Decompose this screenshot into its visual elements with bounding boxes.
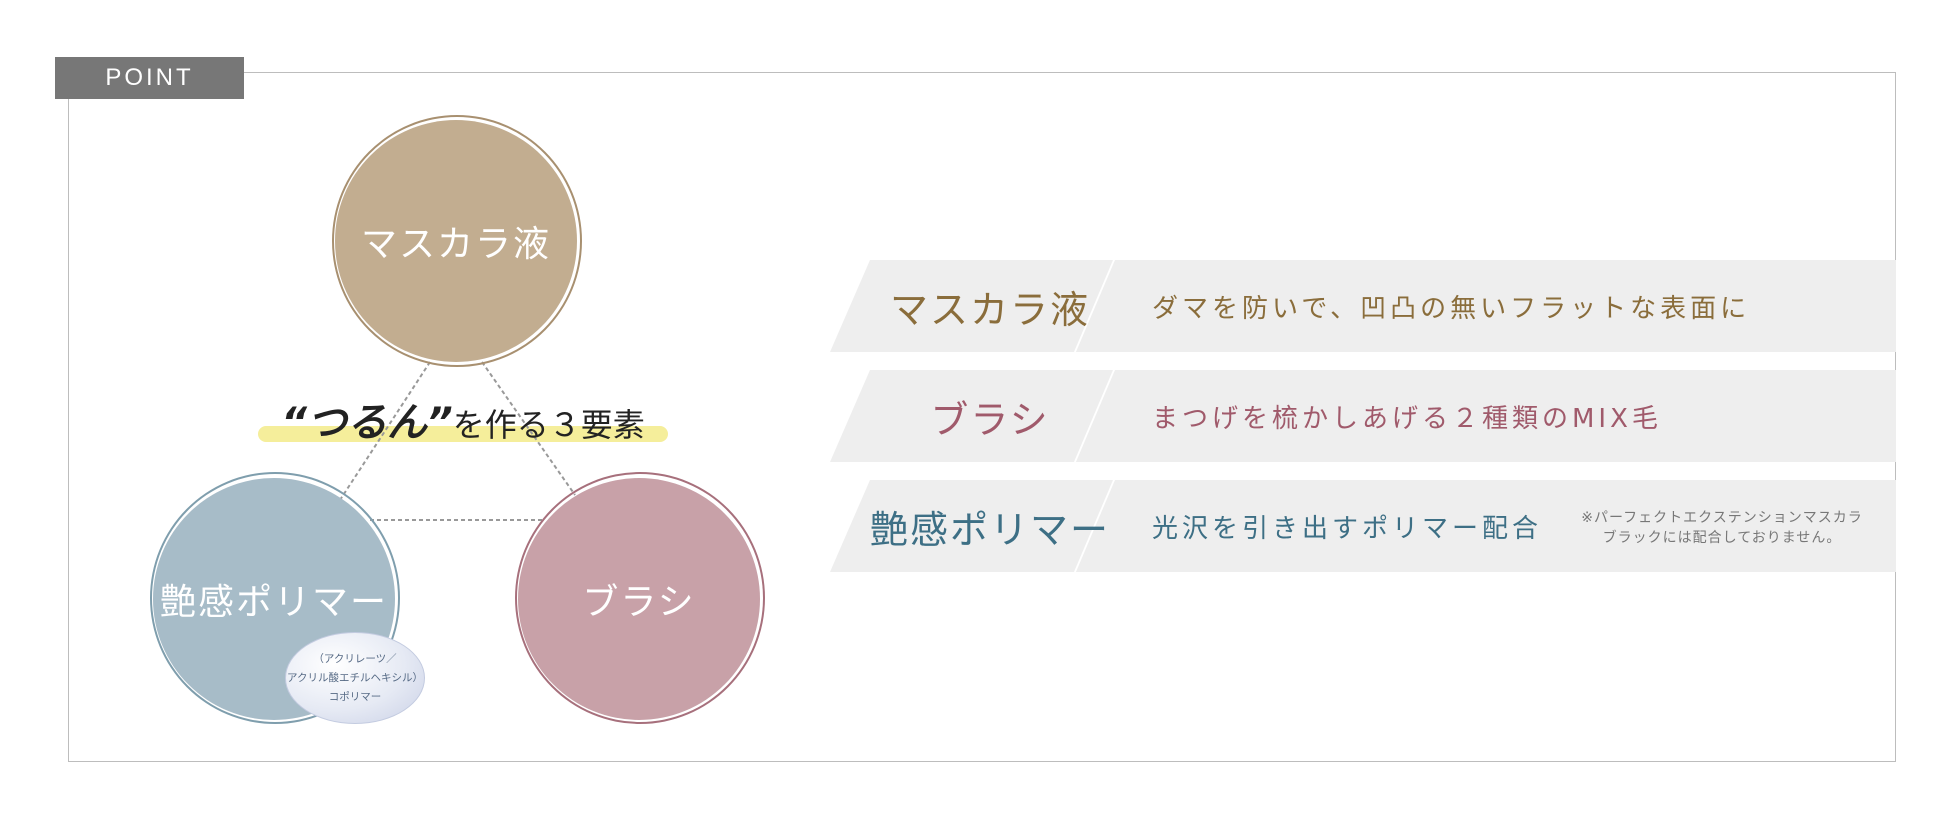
feature-row-mascara: マスカラ液 ダマを防いで、凹凸の無いフラットな表面に: [830, 260, 1896, 352]
row-description: ダマを防いで、凹凸の無いフラットな表面に: [1152, 293, 1751, 324]
heading-main: “つるん”: [281, 400, 453, 446]
mascara-circle: マスカラ液: [335, 120, 577, 362]
row-label: 艶感ポリマー: [869, 507, 1110, 552]
brush-circle-label: ブラシ: [582, 582, 696, 623]
connector-line: [481, 361, 576, 496]
row-background: [830, 260, 1896, 352]
point-badge: POINT: [55, 57, 244, 99]
row-footnote: ※パーフェクトエクステンションマスカラ ブラックには配合しておりません。: [1562, 508, 1882, 548]
mascara-ring: [332, 115, 582, 367]
feature-row-brush: ブラシ まつげを梳かしあげる２種類のMIX毛: [830, 370, 1896, 462]
polymer-ingredient-bubble: （アクリレーツ／ アクリル酸エチルヘキシル） コポリマー: [285, 632, 425, 724]
row-background: [830, 370, 1896, 462]
connector-lines: [339, 361, 576, 521]
footnote-line: ※パーフェクトエクステンションマスカラ: [1581, 510, 1863, 526]
row-label: ブラシ: [930, 397, 1050, 442]
mascara-circle-label: マスカラ液: [360, 224, 551, 265]
brush-circle: ブラシ: [518, 478, 760, 720]
bubble-line: （アクリレーツ／: [313, 652, 397, 665]
row-background: [830, 480, 1896, 572]
row-description: まつげを梳かしあげる２種類のMIX毛: [1152, 403, 1662, 434]
row-description: 光沢を引き出すポリマー配合: [1152, 513, 1543, 544]
footnote-line: ブラックには配合しておりません。: [1602, 530, 1842, 546]
row-label: マスカラ液: [889, 287, 1090, 332]
polymer-circle-label: 艶感ポリマー: [159, 582, 388, 623]
bubble-line: コポリマー: [328, 690, 382, 703]
heading-rest: を作る３要素: [452, 406, 645, 444]
three-elements-diagram: マスカラ液 “つるん”を作る３要素 艶感ポリマー ブラシ （アクリレーツ／ アク…: [0, 0, 800, 827]
feature-row-polymer: 艶感ポリマー 光沢を引き出すポリマー配合 ※パーフェクトエクステンションマスカラ…: [830, 480, 1896, 572]
diagram-heading: “つるん”を作る３要素: [258, 390, 668, 448]
bubble-line: アクリル酸エチルヘキシル）: [287, 671, 423, 684]
polymer-ring: [150, 472, 400, 724]
brush-ring: [515, 472, 765, 724]
